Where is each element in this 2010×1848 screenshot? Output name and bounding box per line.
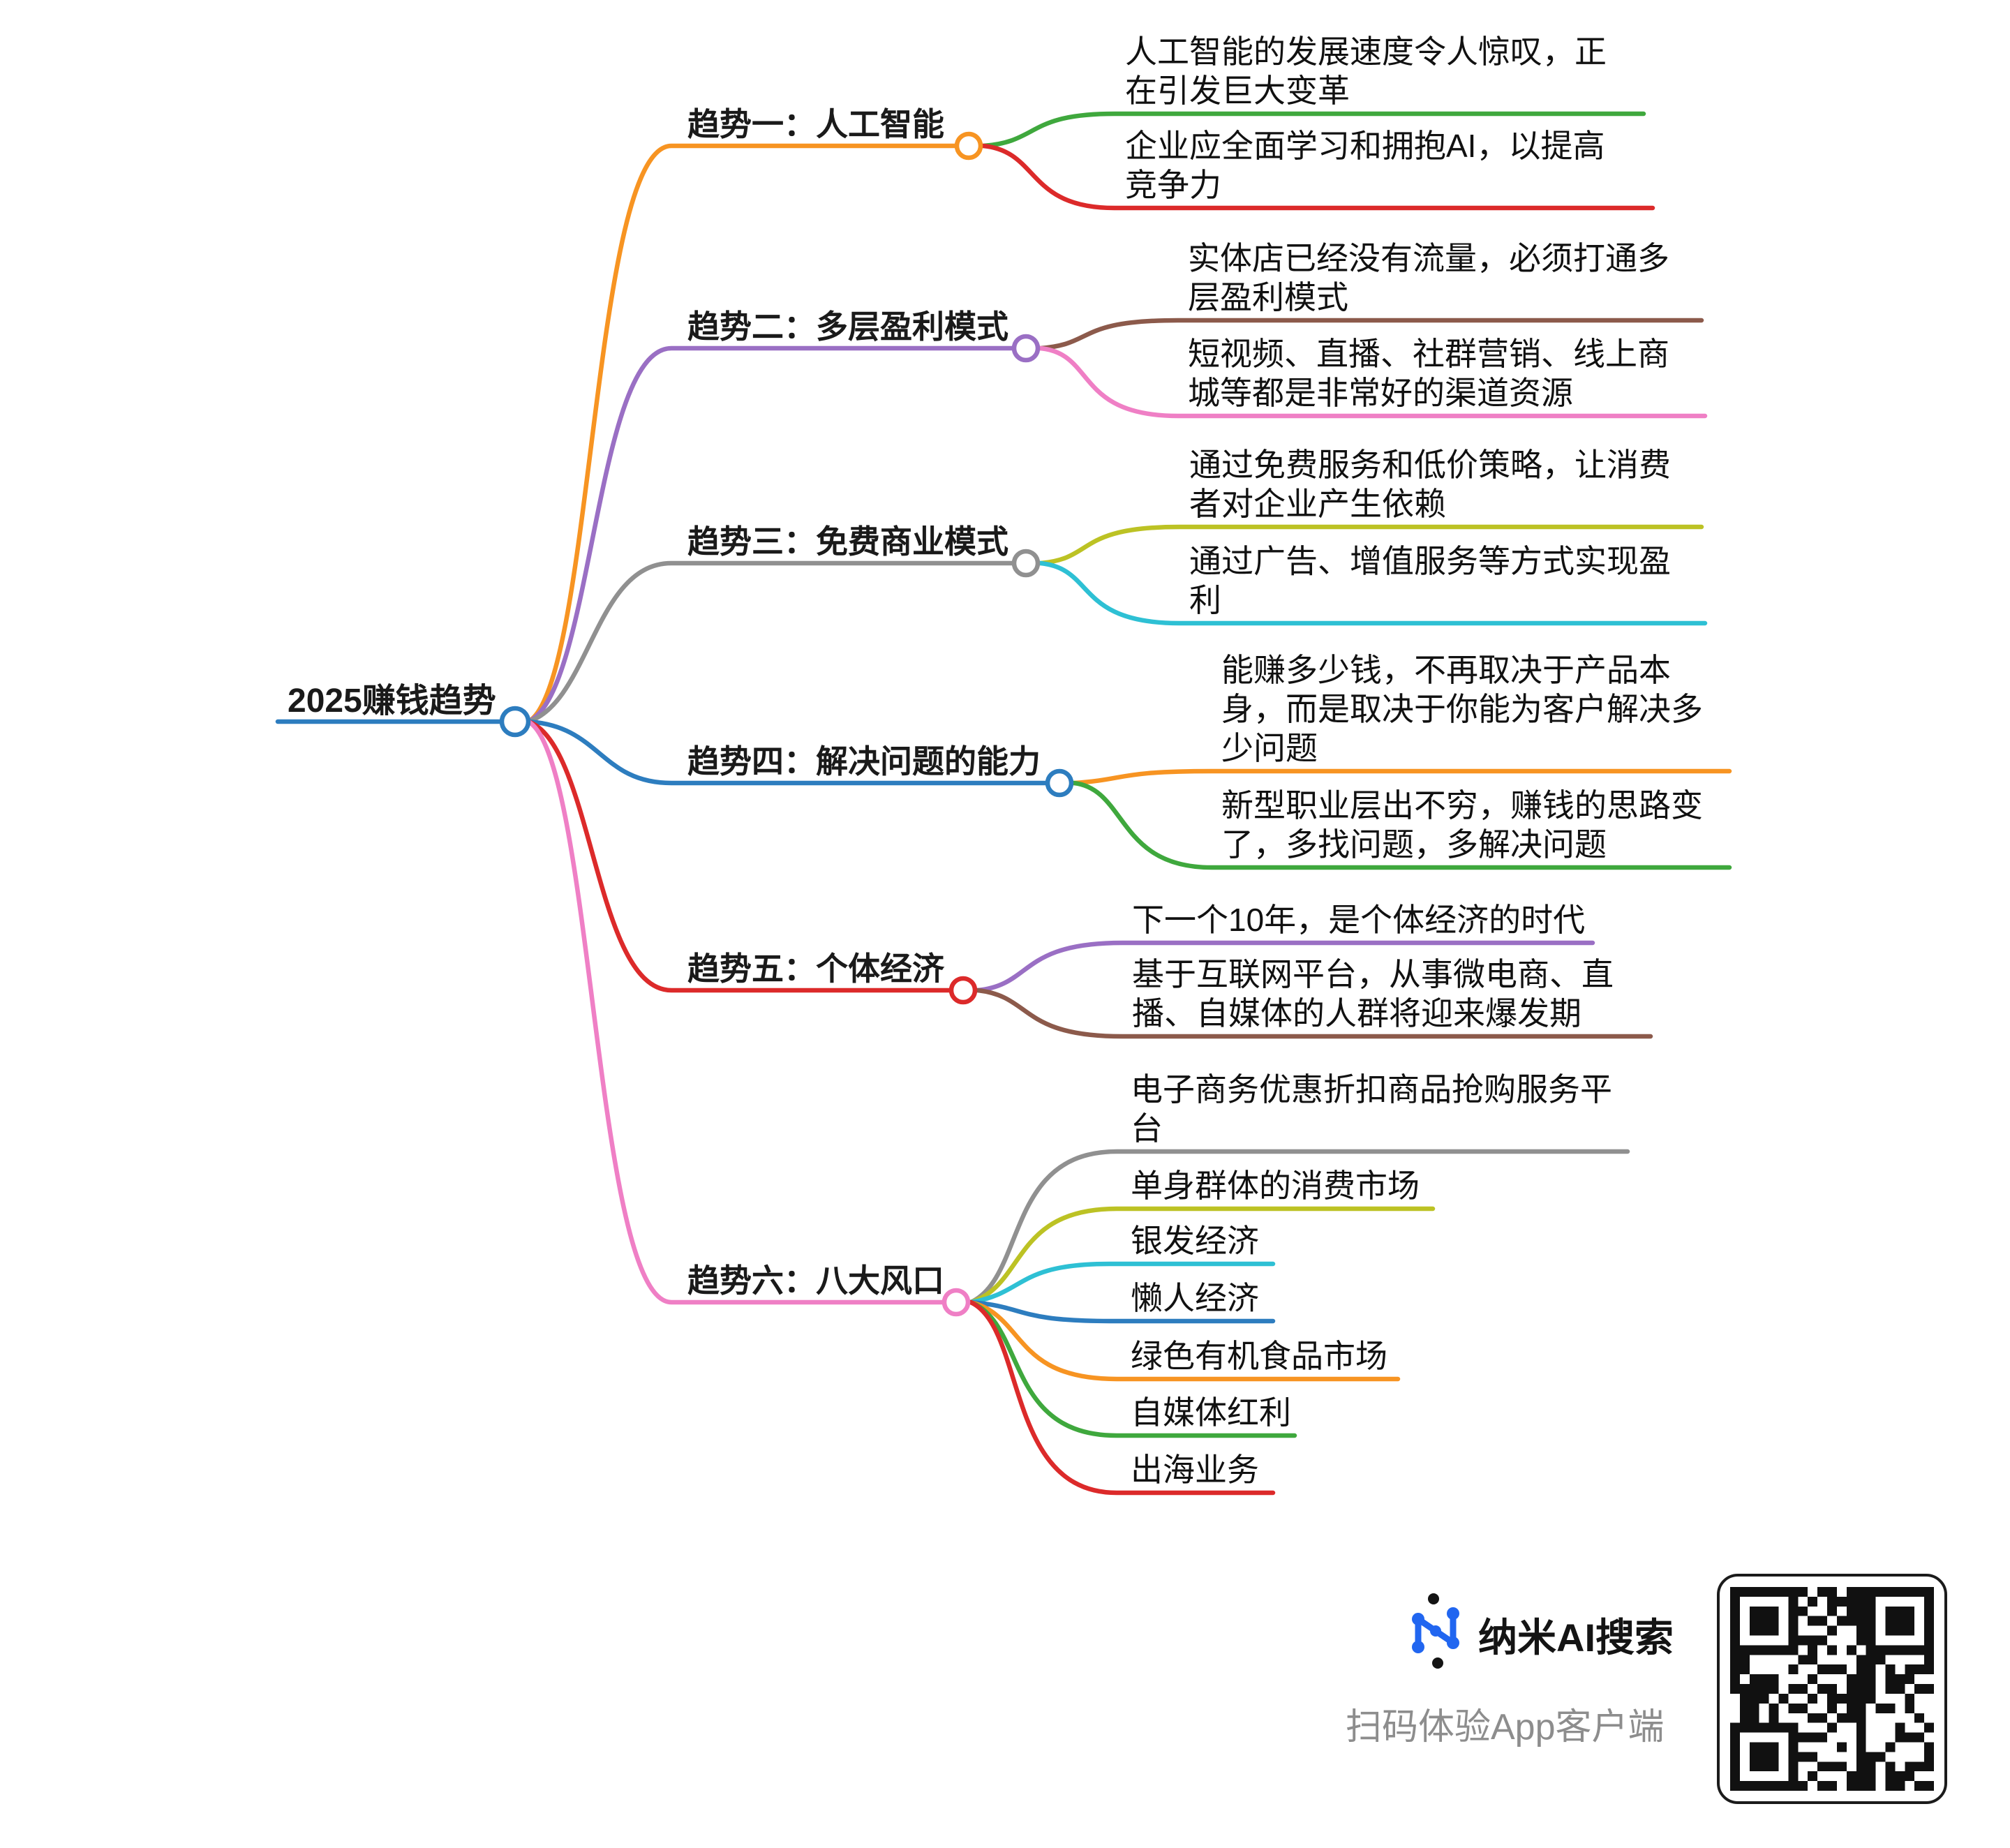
child-curve-t6c5 xyxy=(968,1299,1401,1382)
qr-frame xyxy=(1717,1574,1947,1804)
child-curve-t4c1 xyxy=(1071,768,1732,786)
branch-label-trend2[interactable]: 趋势二：多层盈利模式 xyxy=(687,308,1008,345)
note-t5c2[interactable]: 基于互联网平台，从事微电商、直 播、自媒体的人群将迎来爆发期 xyxy=(1132,956,1614,1031)
note-t6c3[interactable]: 银发经济 xyxy=(1131,1223,1259,1259)
branch-curve-trend2 xyxy=(526,345,1015,724)
note-t6c2[interactable]: 单身群体的消费市场 xyxy=(1131,1168,1420,1204)
child-curve-t3c2 xyxy=(1038,560,1708,626)
node-circle-trend4[interactable] xyxy=(1045,768,1074,798)
brand-name: 纳米AI搜索 xyxy=(1478,1616,1674,1660)
child-curve-t6c6 xyxy=(968,1299,1297,1438)
root-topic-label[interactable]: 2025赚钱趋势 xyxy=(288,683,496,720)
note-t3c1[interactable]: 通过免费服务和低价策略，让消费 者对企业产生依赖 xyxy=(1189,447,1671,522)
child-curve-t1c1 xyxy=(981,111,1646,149)
branch-curve-trend6 xyxy=(526,719,946,1305)
child-curve-t6c2 xyxy=(968,1206,1436,1305)
child-curve-t2c1 xyxy=(1038,318,1704,351)
node-circle-trend2[interactable] xyxy=(1011,334,1041,363)
child-curve-t1c2 xyxy=(981,143,1655,211)
child-curve-t2c2 xyxy=(1038,345,1708,419)
child-curve-t6c7 xyxy=(968,1299,1276,1496)
child-curve-t5c1 xyxy=(975,940,1595,993)
branch-curve-trend5 xyxy=(526,719,953,993)
branch-curve-trend3 xyxy=(526,560,1015,724)
branch-label-trend3[interactable]: 趋势三：免费商业模式 xyxy=(687,523,1008,560)
node-circle-trend3[interactable] xyxy=(1011,549,1041,578)
note-t5c1[interactable]: 下一个10年，是个体经济的时代 xyxy=(1132,902,1586,938)
note-t4c1[interactable]: 能赚多少钱，不再取决于产品本 身，而是取决于你能为客户解决多 少问题 xyxy=(1221,652,1703,766)
note-t6c4[interactable]: 懒人经济 xyxy=(1131,1280,1259,1316)
branch-label-trend4[interactable]: 趋势四：解决问题的能力 xyxy=(687,743,1041,780)
branch-curve-trend4 xyxy=(526,719,1049,786)
child-curve-t6c1 xyxy=(968,1149,1630,1305)
branch-label-trend1[interactable]: 趋势一：人工智能 xyxy=(687,106,944,142)
note-t2c2[interactable]: 短视频、直播、社群营销、线上商 城等都是非常好的渠道资源 xyxy=(1188,336,1669,411)
note-t2c1[interactable]: 实体店已经没有流量，必须打通多 层盈利模式 xyxy=(1188,240,1669,315)
node-circle-root[interactable] xyxy=(499,706,531,738)
note-t1c1[interactable]: 人工智能的发展速度令人惊叹，正 在引发巨大变革 xyxy=(1125,33,1607,109)
branch-label-trend5[interactable]: 趋势五：个体经济 xyxy=(687,951,944,987)
node-circle-trend5[interactable] xyxy=(948,976,978,1005)
qr-caption: 扫码体验App客户端 xyxy=(1346,1707,1665,1748)
child-curve-t3c1 xyxy=(1038,524,1704,566)
note-t6c7[interactable]: 出海业务 xyxy=(1131,1452,1259,1488)
note-t4c2[interactable]: 新型职业层出不穷，赚钱的思路变 了，多找问题，多解决问题 xyxy=(1221,787,1703,863)
child-curve-t6c3 xyxy=(968,1261,1276,1305)
note-t6c6[interactable]: 自媒体红利 xyxy=(1131,1394,1291,1431)
qr-code xyxy=(1730,1587,1934,1791)
note-t3c2[interactable]: 通过广告、增值服务等方式实现盈 利 xyxy=(1189,543,1671,618)
child-curve-t6c4 xyxy=(968,1299,1276,1324)
note-t6c5[interactable]: 绿色有机食品市场 xyxy=(1131,1338,1387,1374)
nano-ai-logo-icon xyxy=(1412,1593,1459,1669)
note-t6c1[interactable]: 电子商务优惠折扣商品抢购服务平 台 xyxy=(1131,1071,1612,1147)
branch-curve-trend1 xyxy=(526,143,958,724)
child-curve-t5c2 xyxy=(975,988,1653,1039)
branch-label-trend6[interactable]: 趋势六：八大风口 xyxy=(687,1262,944,1299)
note-t1c2[interactable]: 企业应全面学习和拥抱AI，以提高 竞争力 xyxy=(1125,128,1605,203)
node-circle-trend1[interactable] xyxy=(954,131,983,161)
node-circle-trend6[interactable] xyxy=(941,1288,971,1317)
child-curve-t4c2 xyxy=(1071,780,1732,870)
